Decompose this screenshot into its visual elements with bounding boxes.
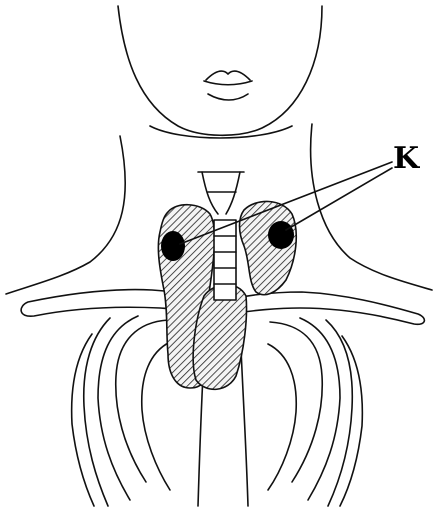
right-rib-5: [268, 344, 296, 490]
trachea-strip: [214, 220, 236, 300]
left-nodule: [161, 231, 185, 261]
jaw-underline: [150, 126, 292, 138]
left-rib-3: [84, 318, 110, 506]
right-nodule: [268, 221, 294, 249]
left-rib-4: [72, 334, 94, 506]
right-thyroid-lobe: [240, 201, 297, 294]
lower-lip: [208, 94, 248, 100]
right-clavicle: [220, 292, 424, 324]
neck-left-side: [6, 136, 125, 294]
larynx-right: [226, 172, 240, 214]
left-rib-5: [142, 342, 170, 490]
leader-line-right: [286, 168, 392, 230]
mouth-line: [204, 81, 252, 85]
larynx-left: [202, 172, 218, 214]
label-k: K: [393, 144, 419, 174]
upper-lip: [206, 71, 250, 80]
